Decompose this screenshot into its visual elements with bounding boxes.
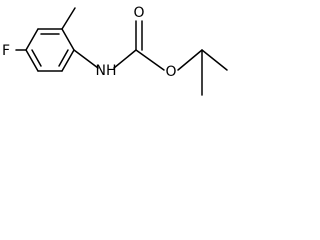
atom-labels: F O O NH <box>2 5 177 80</box>
ester-oxygen-label: O <box>165 64 176 80</box>
ring-bond-6 <box>25 49 39 72</box>
aromatic-ring <box>25 28 75 72</box>
carbonyl-ester-bond <box>135 49 165 71</box>
isopropyl-methyl-top-bond <box>201 49 228 71</box>
ring-bond-3 <box>61 28 75 51</box>
ester-isopropyl-bond <box>177 49 203 71</box>
ring-inner-double-3 <box>31 49 42 67</box>
substituents <box>15 7 228 96</box>
ring-inner-double-2 <box>58 49 69 67</box>
nh-carbonyl-bond <box>113 49 137 69</box>
aryl-nh-bond <box>73 49 99 69</box>
carbonyl-oxygen-label: O <box>133 5 144 21</box>
ring-bond-4 <box>61 49 75 72</box>
carbamate-structure: F O O NH <box>2 5 228 96</box>
molecule-canvas: F O O NH <box>0 0 288 108</box>
fluorine-label: F <box>2 43 10 59</box>
ring-bond-1 <box>25 28 39 51</box>
methyl-bond <box>61 7 76 30</box>
amine-label: NH <box>96 63 117 79</box>
